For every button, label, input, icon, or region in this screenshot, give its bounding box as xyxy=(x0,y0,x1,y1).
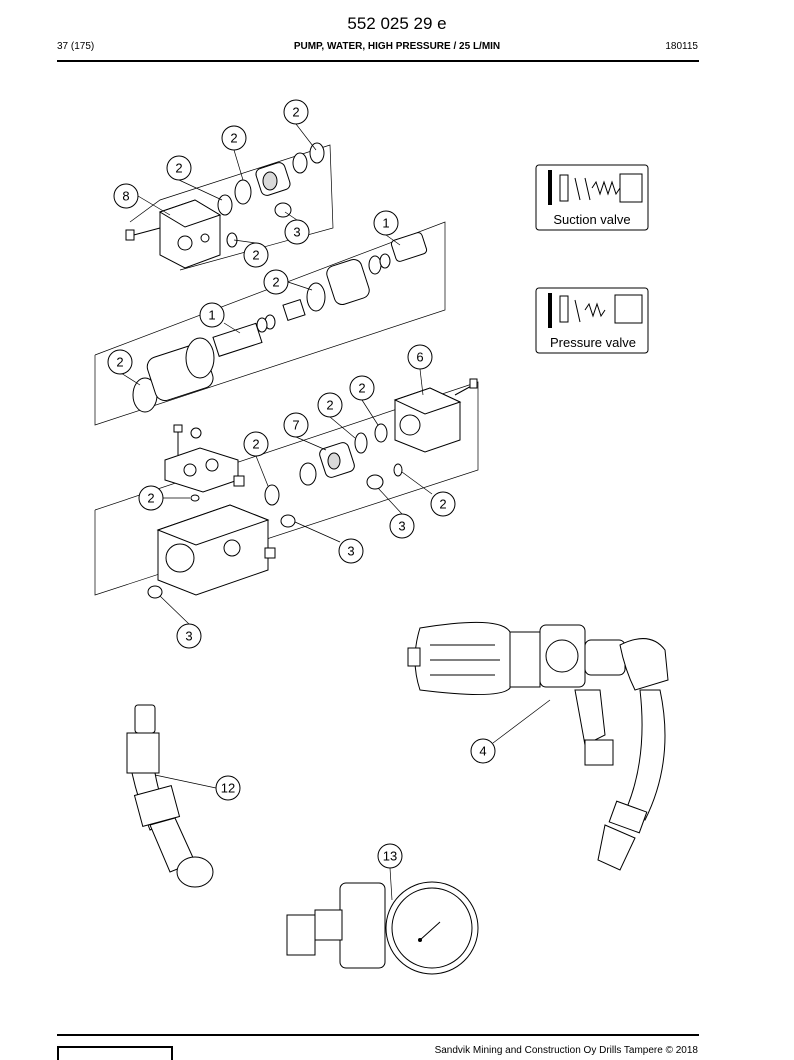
cover-part-6 xyxy=(393,378,478,453)
header-rule xyxy=(57,60,699,62)
callout-2: 2 xyxy=(138,485,164,511)
footer-copyright: Sandvik Mining and Construction Oy Drill… xyxy=(434,1045,698,1056)
svg-text:2: 2 xyxy=(116,355,123,370)
page-title: PUMP, WATER, HIGH PRESSURE / 25 L/MIN xyxy=(293,41,501,52)
callout-8: 8 xyxy=(113,183,139,209)
pressure-valve-label: Pressure valve xyxy=(550,335,636,350)
svg-text:2: 2 xyxy=(358,381,365,396)
callout-2: 2 xyxy=(430,491,456,517)
upper-rings xyxy=(217,142,325,248)
callout-3: 3 xyxy=(176,623,202,649)
svg-text:2: 2 xyxy=(439,497,446,512)
svg-text:6: 6 xyxy=(416,350,423,365)
svg-text:13: 13 xyxy=(383,849,397,864)
callout-2: 2 xyxy=(221,125,247,151)
svg-text:8: 8 xyxy=(122,189,129,204)
svg-text:2: 2 xyxy=(175,161,182,176)
svg-text:3: 3 xyxy=(185,629,192,644)
svg-text:1: 1 xyxy=(382,216,389,231)
svg-text:7: 7 xyxy=(292,418,299,433)
callout-6: 6 xyxy=(407,344,433,370)
callout-2: 2 xyxy=(263,269,289,295)
svg-text:2: 2 xyxy=(252,248,259,263)
callout-3: 3 xyxy=(338,538,364,564)
svg-text:2: 2 xyxy=(292,105,299,120)
svg-text:2: 2 xyxy=(252,437,259,452)
svg-text:4: 4 xyxy=(479,744,486,759)
svg-text:3: 3 xyxy=(347,544,354,559)
document-number: 552 025 29 e xyxy=(347,14,447,33)
svg-text:2: 2 xyxy=(326,398,333,413)
suction-valve-inset: Suction valve xyxy=(535,164,649,231)
callout-1: 1 xyxy=(199,302,225,328)
block-part-8 xyxy=(125,199,222,269)
callout-2: 2 xyxy=(349,375,375,401)
svg-text:3: 3 xyxy=(293,225,300,240)
svg-text:1: 1 xyxy=(208,308,215,323)
callout-3: 3 xyxy=(389,513,415,539)
callout-2: 2 xyxy=(243,431,269,457)
middle-row-parts xyxy=(132,232,428,413)
callout-1: 1 xyxy=(373,210,399,236)
svg-text:3: 3 xyxy=(398,519,405,534)
callout-7: 7 xyxy=(283,412,309,438)
document-date: 180115 xyxy=(665,41,698,52)
leader-lines xyxy=(120,123,551,901)
callout-12: 12 xyxy=(215,775,241,801)
callout-2: 2 xyxy=(283,99,309,125)
upper-assembly-outline xyxy=(94,144,479,596)
footer-rule xyxy=(57,1034,699,1036)
callout-3: 3 xyxy=(284,219,310,245)
svg-text:2: 2 xyxy=(272,275,279,290)
pressure-gauge-part-13 xyxy=(286,881,479,975)
callout-2: 2 xyxy=(317,392,343,418)
callout-2: 2 xyxy=(166,155,192,181)
suction-valve-label: Suction valve xyxy=(553,212,630,227)
svg-text:2: 2 xyxy=(230,131,237,146)
valve-seat-upper xyxy=(255,162,292,218)
hose-part-12 xyxy=(126,704,214,888)
lower-rings xyxy=(147,423,403,599)
page-number: 37 (175) xyxy=(57,41,95,52)
svg-text:2: 2 xyxy=(147,491,154,506)
callout-4: 4 xyxy=(470,738,496,764)
svg-text:12: 12 xyxy=(221,781,235,796)
pressure-valve-inset: Pressure valve xyxy=(535,287,649,354)
callout-2: 2 xyxy=(107,349,133,375)
pump-body xyxy=(156,424,276,596)
callout-2: 2 xyxy=(243,242,269,268)
company-logo xyxy=(57,1046,173,1060)
pump-motor-part-4 xyxy=(407,621,669,871)
callout-13: 13 xyxy=(377,843,403,869)
